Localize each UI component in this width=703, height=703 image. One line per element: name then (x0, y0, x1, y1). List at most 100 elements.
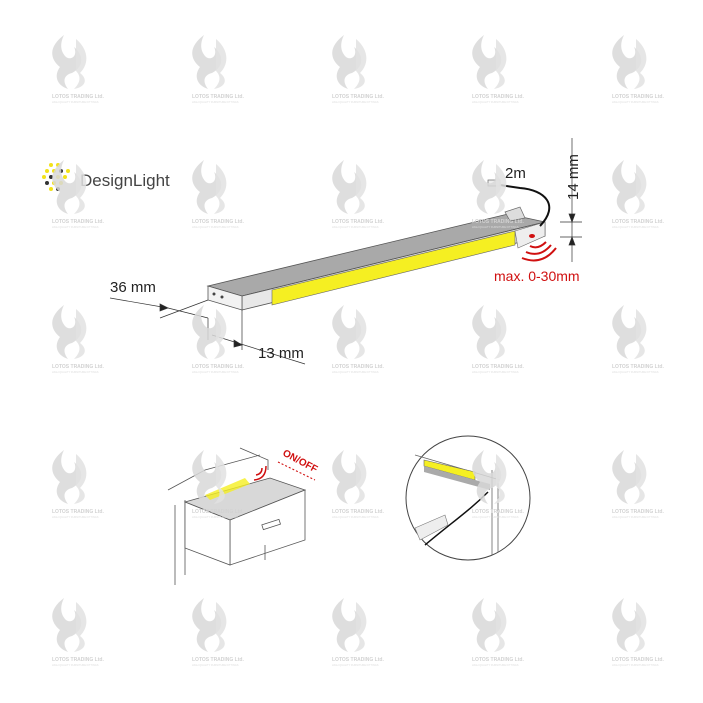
logo-dot (49, 163, 53, 167)
height-dimension (560, 138, 582, 262)
watermark-subtitle: HIGH QUALITY FURNITURE FITTINGS (332, 370, 379, 374)
watermark-title: LOTOS TRADING Ltd. (192, 364, 244, 370)
watermark: LOTOS TRADING Ltd.HIGH QUALITY FURNITURE… (332, 160, 384, 229)
sensor-range-label: max. 0-30mm (494, 268, 580, 284)
logo-dot (59, 181, 63, 185)
watermark-title: LOTOS TRADING Ltd. (332, 219, 384, 225)
led-profile (206, 206, 546, 311)
watermark: LOTOS TRADING Ltd.HIGH QUALITY FURNITURE… (192, 160, 244, 229)
watermark: LOTOS TRADING Ltd.HIGH QUALITY FURNITURE… (472, 35, 524, 104)
watermark: LOTOS TRADING Ltd.HIGH QUALITY FURNITURE… (612, 305, 664, 374)
watermark: LOTOS TRADING Ltd.HIGH QUALITY FURNITURE… (192, 598, 244, 667)
logo-dot (42, 175, 46, 179)
logo-text: DesignLight (80, 171, 170, 190)
watermark-subtitle: HIGH QUALITY FURNITURE FITTINGS (192, 100, 239, 104)
watermark-title: LOTOS TRADING Ltd. (472, 364, 524, 370)
watermark: LOTOS TRADING Ltd.HIGH QUALITY FURNITURE… (192, 35, 244, 104)
watermark-subtitle: HIGH QUALITY FURNITURE FITTINGS (332, 663, 379, 667)
watermark: LOTOS TRADING Ltd.HIGH QUALITY FURNITURE… (52, 305, 104, 374)
detail-view (405, 435, 531, 561)
watermark: LOTOS TRADING Ltd.HIGH QUALITY FURNITURE… (472, 305, 524, 374)
watermark: LOTOS TRADING Ltd.HIGH QUALITY FURNITURE… (332, 305, 384, 374)
drawer-sensor-waves (253, 465, 267, 481)
watermark: LOTOS TRADING Ltd.HIGH QUALITY FURNITURE… (52, 450, 104, 519)
watermark-subtitle: HIGH QUALITY FURNITURE FITTINGS (612, 225, 659, 229)
logo-dot (56, 163, 60, 167)
watermark-title: LOTOS TRADING Ltd. (612, 509, 664, 515)
watermark-title: LOTOS TRADING Ltd. (52, 219, 104, 225)
watermark-subtitle: HIGH QUALITY FURNITURE FITTINGS (472, 663, 519, 667)
drawer-illustration (167, 447, 307, 585)
watermark-subtitle: HIGH QUALITY FURNITURE FITTINGS (52, 370, 99, 374)
watermark-title: LOTOS TRADING Ltd. (472, 94, 524, 100)
logo-dot (56, 187, 60, 191)
watermark: LOTOS TRADING Ltd.HIGH QUALITY FURNITURE… (52, 35, 104, 104)
watermark-subtitle: HIGH QUALITY FURNITURE FITTINGS (52, 515, 99, 519)
watermark: LOTOS TRADING Ltd.HIGH QUALITY FURNITURE… (612, 35, 664, 104)
logo-dot (52, 181, 56, 185)
watermark: LOTOS TRADING Ltd.HIGH QUALITY FURNITURE… (332, 598, 384, 667)
height-label: 14 mm (565, 154, 582, 200)
logo-dot (45, 169, 49, 173)
watermark-title: LOTOS TRADING Ltd. (192, 219, 244, 225)
watermark-title: LOTOS TRADING Ltd. (52, 509, 104, 515)
watermark-subtitle: HIGH QUALITY FURNITURE FITTINGS (332, 515, 379, 519)
watermark: LOTOS TRADING Ltd.HIGH QUALITY FURNITURE… (612, 450, 664, 519)
watermark-subtitle: HIGH QUALITY FURNITURE FITTINGS (192, 663, 239, 667)
logo-dot (52, 169, 56, 173)
logo-dot (49, 187, 53, 191)
logo-dot (49, 175, 53, 179)
watermark-title: LOTOS TRADING Ltd. (332, 509, 384, 515)
watermark-title: LOTOS TRADING Ltd. (332, 364, 384, 370)
watermark: LOTOS TRADING Ltd.HIGH QUALITY FURNITURE… (472, 598, 524, 667)
connector (487, 179, 501, 187)
sensor-dot (529, 234, 535, 238)
logo-dot (56, 175, 60, 179)
watermark: LOTOS TRADING Ltd.HIGH QUALITY FURNITURE… (612, 598, 664, 667)
watermark-title: LOTOS TRADING Ltd. (332, 657, 384, 663)
watermark-title: LOTOS TRADING Ltd. (332, 94, 384, 100)
watermark-subtitle: HIGH QUALITY FURNITURE FITTINGS (612, 370, 659, 374)
watermark: LOTOS TRADING Ltd.HIGH QUALITY FURNITURE… (192, 305, 244, 374)
watermark-subtitle: HIGH QUALITY FURNITURE FITTINGS (52, 663, 99, 667)
watermark-title: LOTOS TRADING Ltd. (52, 657, 104, 663)
watermark-title: LOTOS TRADING Ltd. (52, 94, 104, 100)
watermark-title: LOTOS TRADING Ltd. (612, 364, 664, 370)
watermark-title: LOTOS TRADING Ltd. (612, 657, 664, 663)
designlight-logo: DesignLight (42, 163, 170, 191)
watermark-subtitle: HIGH QUALITY FURNITURE FITTINGS (612, 663, 659, 667)
logo-dot (45, 181, 49, 185)
width-label: 36 mm (110, 279, 156, 296)
watermark-title: LOTOS TRADING Ltd. (472, 657, 524, 663)
watermark: LOTOS TRADING Ltd.HIGH QUALITY FURNITURE… (612, 160, 664, 229)
watermark-subtitle: HIGH QUALITY FURNITURE FITTINGS (612, 100, 659, 104)
watermark-subtitle: HIGH QUALITY FURNITURE FITTINGS (332, 225, 379, 229)
watermark-title: LOTOS TRADING Ltd. (612, 94, 664, 100)
logo-dot (59, 169, 63, 173)
watermark-subtitle: HIGH QUALITY FURNITURE FITTINGS (52, 225, 99, 229)
logo-dot (63, 175, 67, 179)
watermark-grid: LOTOS TRADING Ltd.HIGH QUALITY FURNITURE… (52, 35, 664, 667)
watermark: LOTOS TRADING Ltd.HIGH QUALITY FURNITURE… (332, 35, 384, 104)
watermark-subtitle: HIGH QUALITY FURNITURE FITTINGS (332, 100, 379, 104)
cable-length-label: 2m (505, 165, 526, 182)
watermark-subtitle: HIGH QUALITY FURNITURE FITTINGS (52, 100, 99, 104)
watermark-subtitle: HIGH QUALITY FURNITURE FITTINGS (472, 370, 519, 374)
logo-dot (66, 169, 70, 173)
watermark-title: LOTOS TRADING Ltd. (612, 219, 664, 225)
watermark-subtitle: HIGH QUALITY FURNITURE FITTINGS (472, 100, 519, 104)
watermark-title: LOTOS TRADING Ltd. (52, 364, 104, 370)
watermark: LOTOS TRADING Ltd.HIGH QUALITY FURNITURE… (332, 450, 384, 519)
watermark-title: LOTOS TRADING Ltd. (192, 657, 244, 663)
onoff-label: ON/OFF (281, 448, 320, 475)
onoff-arrow (277, 461, 316, 481)
sensor-waves (521, 241, 557, 262)
cable (499, 184, 551, 227)
watermark-subtitle: HIGH QUALITY FURNITURE FITTINGS (612, 515, 659, 519)
led-strip (271, 230, 516, 306)
watermark-subtitle: HIGH QUALITY FURNITURE FITTINGS (192, 370, 239, 374)
watermark: LOTOS TRADING Ltd.HIGH QUALITY FURNITURE… (52, 598, 104, 667)
watermark-subtitle: HIGH QUALITY FURNITURE FITTINGS (192, 225, 239, 229)
depth-label: 13 mm (258, 345, 304, 362)
